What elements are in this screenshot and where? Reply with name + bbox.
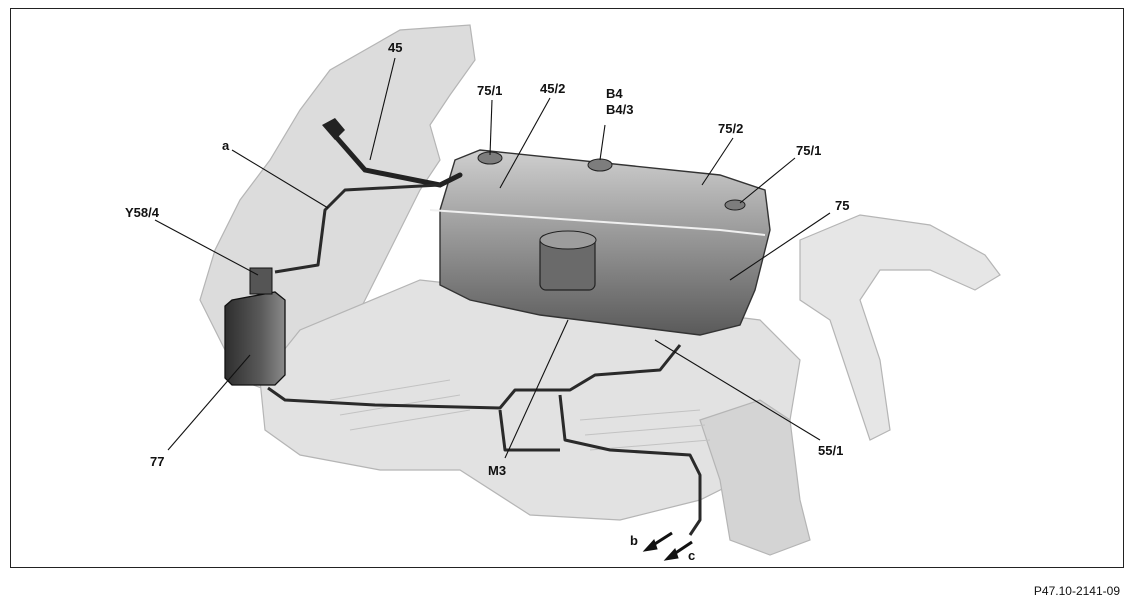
- figure-reference: P47.10-2141-09: [1033, 584, 1120, 598]
- leader-55-1: [654, 339, 821, 441]
- callout-labels: 45 75/1 45/2 B4 B4/3 75/2 75/1 a Y58/4 7…: [125, 40, 849, 563]
- label-b4-3: B4/3: [606, 102, 633, 117]
- sender-cap-mid: [587, 158, 613, 172]
- leader-lines: [154, 57, 831, 459]
- purge-valve: [249, 267, 273, 295]
- charcoal-canister: [224, 267, 286, 386]
- canister-line: [267, 344, 682, 410]
- label-75-2: 75/2: [718, 121, 743, 136]
- label-75: 75: [835, 198, 849, 213]
- supply-line: [558, 394, 702, 536]
- arrow-c-head: [663, 548, 679, 561]
- leader-45-2: [499, 97, 551, 189]
- leader-m3: [504, 319, 569, 459]
- label-77: 77: [150, 454, 164, 469]
- vent-line-upper: [274, 183, 441, 274]
- label-b4: B4: [606, 86, 623, 101]
- leader-a: [231, 149, 329, 209]
- label-b: b: [630, 533, 638, 548]
- label-55-1: 55/1: [818, 443, 843, 458]
- leader-45: [369, 57, 396, 161]
- fuel-tank: [429, 149, 771, 336]
- arrow-b-head: [642, 539, 658, 552]
- filler-neck: [327, 127, 463, 188]
- label-c: c: [688, 548, 695, 563]
- label-45: 45: [388, 40, 402, 55]
- label-75-1-right: 75/1: [796, 143, 821, 158]
- leader-b4: [599, 124, 606, 161]
- right-wheel-arch: [799, 214, 1001, 441]
- leader-75-1-right: [739, 157, 796, 204]
- label-75-1-top: 75/1: [477, 83, 502, 98]
- filler-cap: [322, 118, 345, 140]
- fuel-tank-top-rim: [429, 209, 766, 236]
- right-rear-rail: [699, 399, 811, 556]
- fuel-lines: [267, 183, 702, 536]
- leader-75-1-top: [489, 99, 493, 156]
- leader-75: [729, 212, 831, 281]
- canister-body: [224, 291, 286, 386]
- label-a: a: [222, 138, 230, 153]
- label-45-2: 45/2: [540, 81, 565, 96]
- leader-75-2: [701, 137, 734, 186]
- label-m3: M3: [488, 463, 506, 478]
- fuel-tank-body: [439, 149, 771, 336]
- direction-arrows: [642, 531, 693, 561]
- leader-y58-4: [154, 219, 259, 276]
- pump-flange: [539, 230, 597, 250]
- label-y58-4: Y58/4: [125, 205, 160, 220]
- leader-77: [167, 354, 251, 451]
- return-line: [498, 409, 560, 452]
